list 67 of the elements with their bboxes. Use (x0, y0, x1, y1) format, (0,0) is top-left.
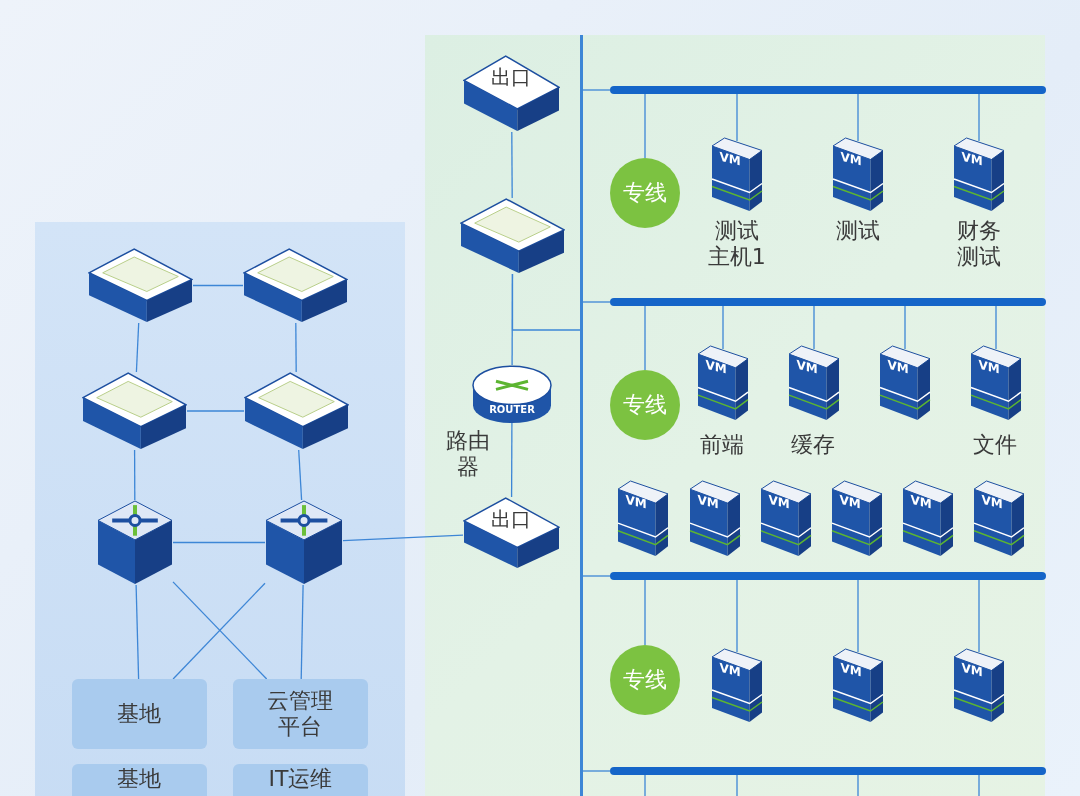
connector-line (736, 579, 738, 653)
vm-label: VM (839, 660, 863, 680)
vm-label: VM (838, 492, 862, 513)
vm-label: VM (886, 357, 910, 378)
connector-line (582, 89, 611, 91)
vm-label: VM (977, 357, 1001, 378)
connector-line (857, 774, 859, 796)
connector-line (857, 579, 859, 653)
vm-label: VM (696, 492, 720, 513)
vm-label: VM (839, 149, 863, 169)
connector-line (644, 579, 646, 646)
device-caption: 路由器 (444, 428, 491, 480)
connector-line (295, 322, 297, 373)
connector-line (582, 770, 611, 772)
connector-line (582, 575, 611, 577)
network-bus-bar (610, 572, 1046, 580)
vm-label: VM (960, 149, 984, 169)
gateway-label: 出口 (490, 64, 533, 91)
trunk-line (580, 35, 583, 796)
server-caption: 缓存 (789, 432, 836, 458)
connector-line (644, 774, 646, 796)
vm-label: VM (767, 492, 791, 513)
connector-line (644, 93, 646, 159)
server-caption: 文件 (971, 432, 1018, 458)
connector-line (813, 305, 815, 350)
server-caption: 测试 (834, 218, 881, 244)
connector-line (510, 422, 513, 498)
connector-line (135, 584, 140, 680)
vm-label: VM (718, 660, 742, 680)
connector-line (300, 584, 304, 680)
network-bus-bar (610, 298, 1046, 306)
server-caption: 测试主机1 (706, 218, 767, 270)
connector-line (978, 93, 980, 142)
connector-line (133, 449, 136, 501)
category-box: IT运维 (233, 764, 368, 796)
connector-line (978, 774, 980, 796)
category-box: 基地 (72, 679, 207, 749)
connector-line (978, 579, 980, 653)
category-box: 基地 (72, 764, 207, 796)
vm-label: VM (909, 492, 933, 513)
connector-line (342, 534, 464, 542)
connector-line (644, 305, 646, 371)
connector-line (582, 301, 611, 303)
vm-label: VM (704, 357, 728, 378)
connector-line (904, 305, 906, 350)
category-box: 云管理平台 (233, 679, 368, 749)
server-caption: 财务测试 (955, 218, 1002, 270)
vm-label: VM (980, 492, 1004, 513)
connector-line (857, 93, 859, 142)
connector-line (511, 273, 581, 331)
server-caption: 前端 (698, 432, 745, 458)
connector-line (995, 305, 997, 350)
vm-label: VM (718, 149, 742, 169)
router-label: ROUTER (488, 404, 536, 417)
vm-label: VM (960, 660, 984, 680)
gateway-label: 出口 (490, 505, 533, 532)
connector-line (298, 449, 303, 501)
connector-line (736, 93, 738, 142)
vm-label: VM (624, 492, 648, 513)
network-bus-bar (610, 767, 1046, 775)
connector-line (172, 541, 266, 544)
network-bus-bar (610, 86, 1046, 94)
vm-label: VM (795, 357, 819, 378)
connector-line (511, 131, 513, 199)
connector-line (135, 322, 140, 373)
connector-line (736, 774, 738, 796)
connector-line (722, 305, 724, 350)
